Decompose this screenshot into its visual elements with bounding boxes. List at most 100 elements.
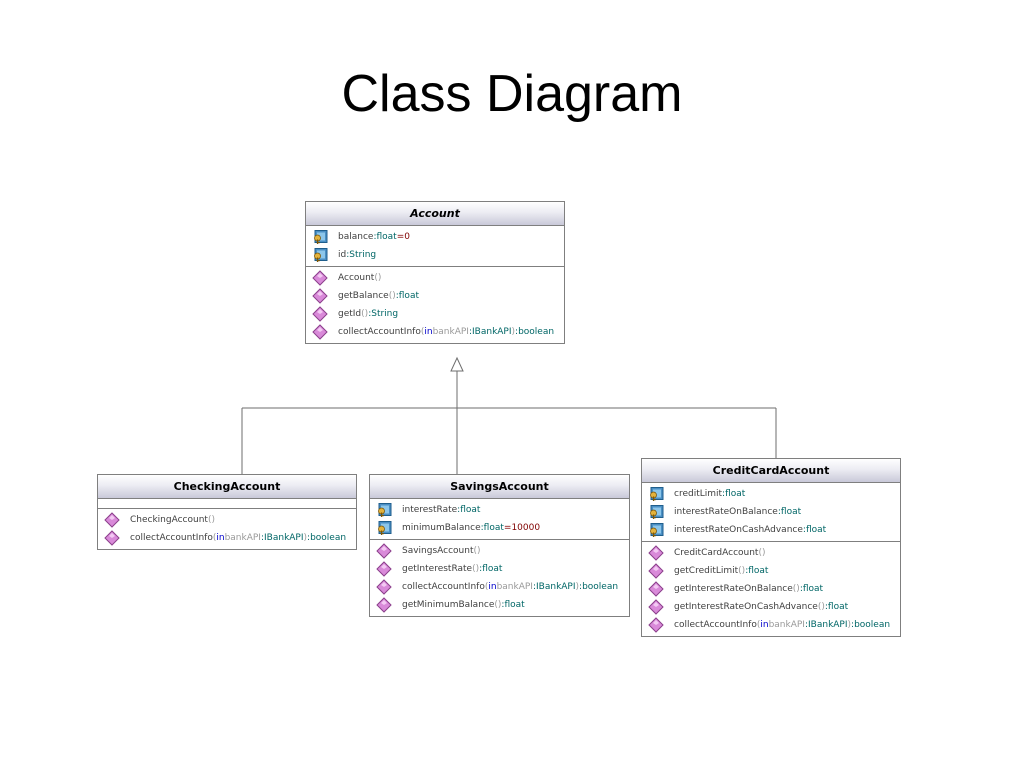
attribute-row[interactable]: minimumBalance:float=10000 bbox=[370, 519, 629, 537]
key-attribute-icon bbox=[648, 504, 664, 520]
diamond-operation-icon bbox=[648, 581, 664, 597]
operation-row[interactable]: CreditCardAccount() bbox=[642, 544, 900, 562]
operation-row[interactable]: CheckingAccount() bbox=[98, 511, 356, 529]
member-type: boolean bbox=[518, 327, 555, 337]
default-separator: = bbox=[503, 523, 512, 533]
close-paren: ) bbox=[575, 582, 580, 592]
type-separator: : bbox=[501, 600, 505, 610]
operation-row[interactable]: collectAccountInfo(in bankAPI:IBankAPI):… bbox=[642, 616, 900, 634]
close-paren: ) bbox=[511, 327, 516, 337]
member-type: boolean bbox=[854, 620, 891, 630]
close-paren: ) bbox=[303, 533, 308, 543]
operation-row[interactable]: collectAccountInfo(in bankAPI:IBankAPI):… bbox=[370, 578, 629, 596]
type-separator: : bbox=[395, 291, 399, 301]
type-separator: : bbox=[804, 620, 809, 630]
member-name: getInterestRateOnCashAdvance bbox=[674, 602, 818, 612]
operation-row[interactable]: SavingsAccount() bbox=[370, 542, 629, 560]
member-type: float bbox=[482, 564, 503, 574]
default-separator: = bbox=[396, 232, 405, 242]
operation-row[interactable]: collectAccountInfo(in bankAPI:IBankAPI):… bbox=[306, 323, 564, 341]
member-type: float bbox=[398, 291, 419, 301]
attribute-row[interactable]: id:String bbox=[306, 246, 564, 264]
open-paren: ( bbox=[420, 327, 425, 337]
attribute-row[interactable]: creditLimit:float bbox=[642, 485, 900, 503]
attribute-row[interactable]: interestRate:float bbox=[370, 501, 629, 519]
member-type: float bbox=[805, 525, 827, 535]
operation-row[interactable]: getCreditLimit():float bbox=[642, 562, 900, 580]
inheritance-arrowhead bbox=[450, 356, 464, 372]
slide-title: Class Diagram bbox=[341, 65, 683, 123]
param-type: IBankAPI bbox=[808, 620, 848, 630]
diamond-operation-icon bbox=[312, 288, 328, 304]
member-type: String bbox=[371, 309, 399, 319]
close-paren: ) bbox=[847, 620, 852, 630]
parens: () bbox=[792, 584, 800, 594]
diamond-operation-icon bbox=[648, 563, 664, 579]
operation-row[interactable]: Account() bbox=[306, 269, 564, 287]
parens: () bbox=[388, 291, 396, 301]
operation-row[interactable]: getBalance():float bbox=[306, 287, 564, 305]
member-name: getInterestRateOnBalance bbox=[674, 584, 793, 594]
diamond-operation-icon bbox=[312, 306, 328, 322]
member-name: getInterestRate bbox=[402, 564, 473, 574]
key-attribute-icon bbox=[312, 247, 328, 263]
key-attribute-icon bbox=[312, 229, 328, 245]
type-separator: : bbox=[799, 584, 803, 594]
member-name: Account bbox=[338, 273, 375, 283]
type-separator: : bbox=[851, 620, 855, 630]
member-type: float bbox=[780, 507, 802, 517]
class-name: CheckingAccount bbox=[98, 475, 356, 499]
member-type: float bbox=[827, 602, 849, 612]
class-name: Account bbox=[306, 202, 564, 226]
attribute-row[interactable]: interestRateOnBalance:float bbox=[642, 503, 900, 521]
operation-row[interactable]: getInterestRateOnBalance():float bbox=[642, 580, 900, 598]
param-direction: in bbox=[424, 327, 433, 337]
diamond-operation-icon bbox=[376, 561, 392, 577]
member-name: creditLimit bbox=[674, 489, 723, 499]
operation-row[interactable]: getId():String bbox=[306, 305, 564, 323]
parens: () bbox=[472, 564, 480, 574]
type-separator: : bbox=[802, 525, 806, 535]
operation-row[interactable]: getInterestRate():float bbox=[370, 560, 629, 578]
member-type: float bbox=[802, 584, 824, 594]
member-name: minimumBalance bbox=[402, 523, 481, 533]
key-attribute-icon bbox=[376, 520, 392, 536]
open-paren: ( bbox=[212, 533, 217, 543]
member-name: interestRateOnCashAdvance bbox=[674, 525, 803, 535]
diamond-operation-icon bbox=[376, 597, 392, 613]
param-name: bankAPI bbox=[768, 620, 805, 630]
operations-compartment: CreditCardAccount()getCreditLimit():floa… bbox=[642, 542, 900, 636]
type-separator: : bbox=[307, 533, 311, 543]
type-separator: : bbox=[722, 489, 726, 499]
operation-row[interactable]: getMinimumBalance():float bbox=[370, 596, 629, 614]
member-name: CreditCardAccount bbox=[674, 548, 759, 558]
diamond-operation-icon bbox=[648, 599, 664, 615]
type-separator: : bbox=[777, 507, 781, 517]
param-direction: in bbox=[216, 533, 225, 543]
type-separator: : bbox=[346, 250, 350, 260]
default-value: 0 bbox=[404, 232, 410, 242]
param-name: bankAPI bbox=[496, 582, 533, 592]
parens: () bbox=[817, 602, 825, 612]
key-attribute-icon bbox=[648, 522, 664, 538]
member-type: float bbox=[460, 505, 481, 515]
member-name: interestRate bbox=[402, 505, 458, 515]
operation-row[interactable]: getInterestRateOnCashAdvance():float bbox=[642, 598, 900, 616]
open-paren: ( bbox=[756, 620, 761, 630]
param-direction: in bbox=[488, 582, 497, 592]
member-type: float bbox=[748, 566, 769, 576]
member-name: collectAccountInfo bbox=[338, 327, 421, 337]
member-name: balance bbox=[338, 232, 374, 242]
attribute-row[interactable]: interestRateOnCashAdvance:float bbox=[642, 521, 900, 539]
key-attribute-icon bbox=[376, 502, 392, 518]
type-separator: : bbox=[373, 232, 377, 242]
operation-row[interactable]: collectAccountInfo(in bankAPI:IBankAPI):… bbox=[98, 529, 356, 547]
default-value: 10000 bbox=[511, 523, 541, 533]
diamond-operation-icon bbox=[104, 512, 120, 528]
attribute-row[interactable]: balance:float=0 bbox=[306, 228, 564, 246]
class-checking-account[interactable]: CheckingAccount CheckingAccount()collect… bbox=[97, 474, 357, 550]
